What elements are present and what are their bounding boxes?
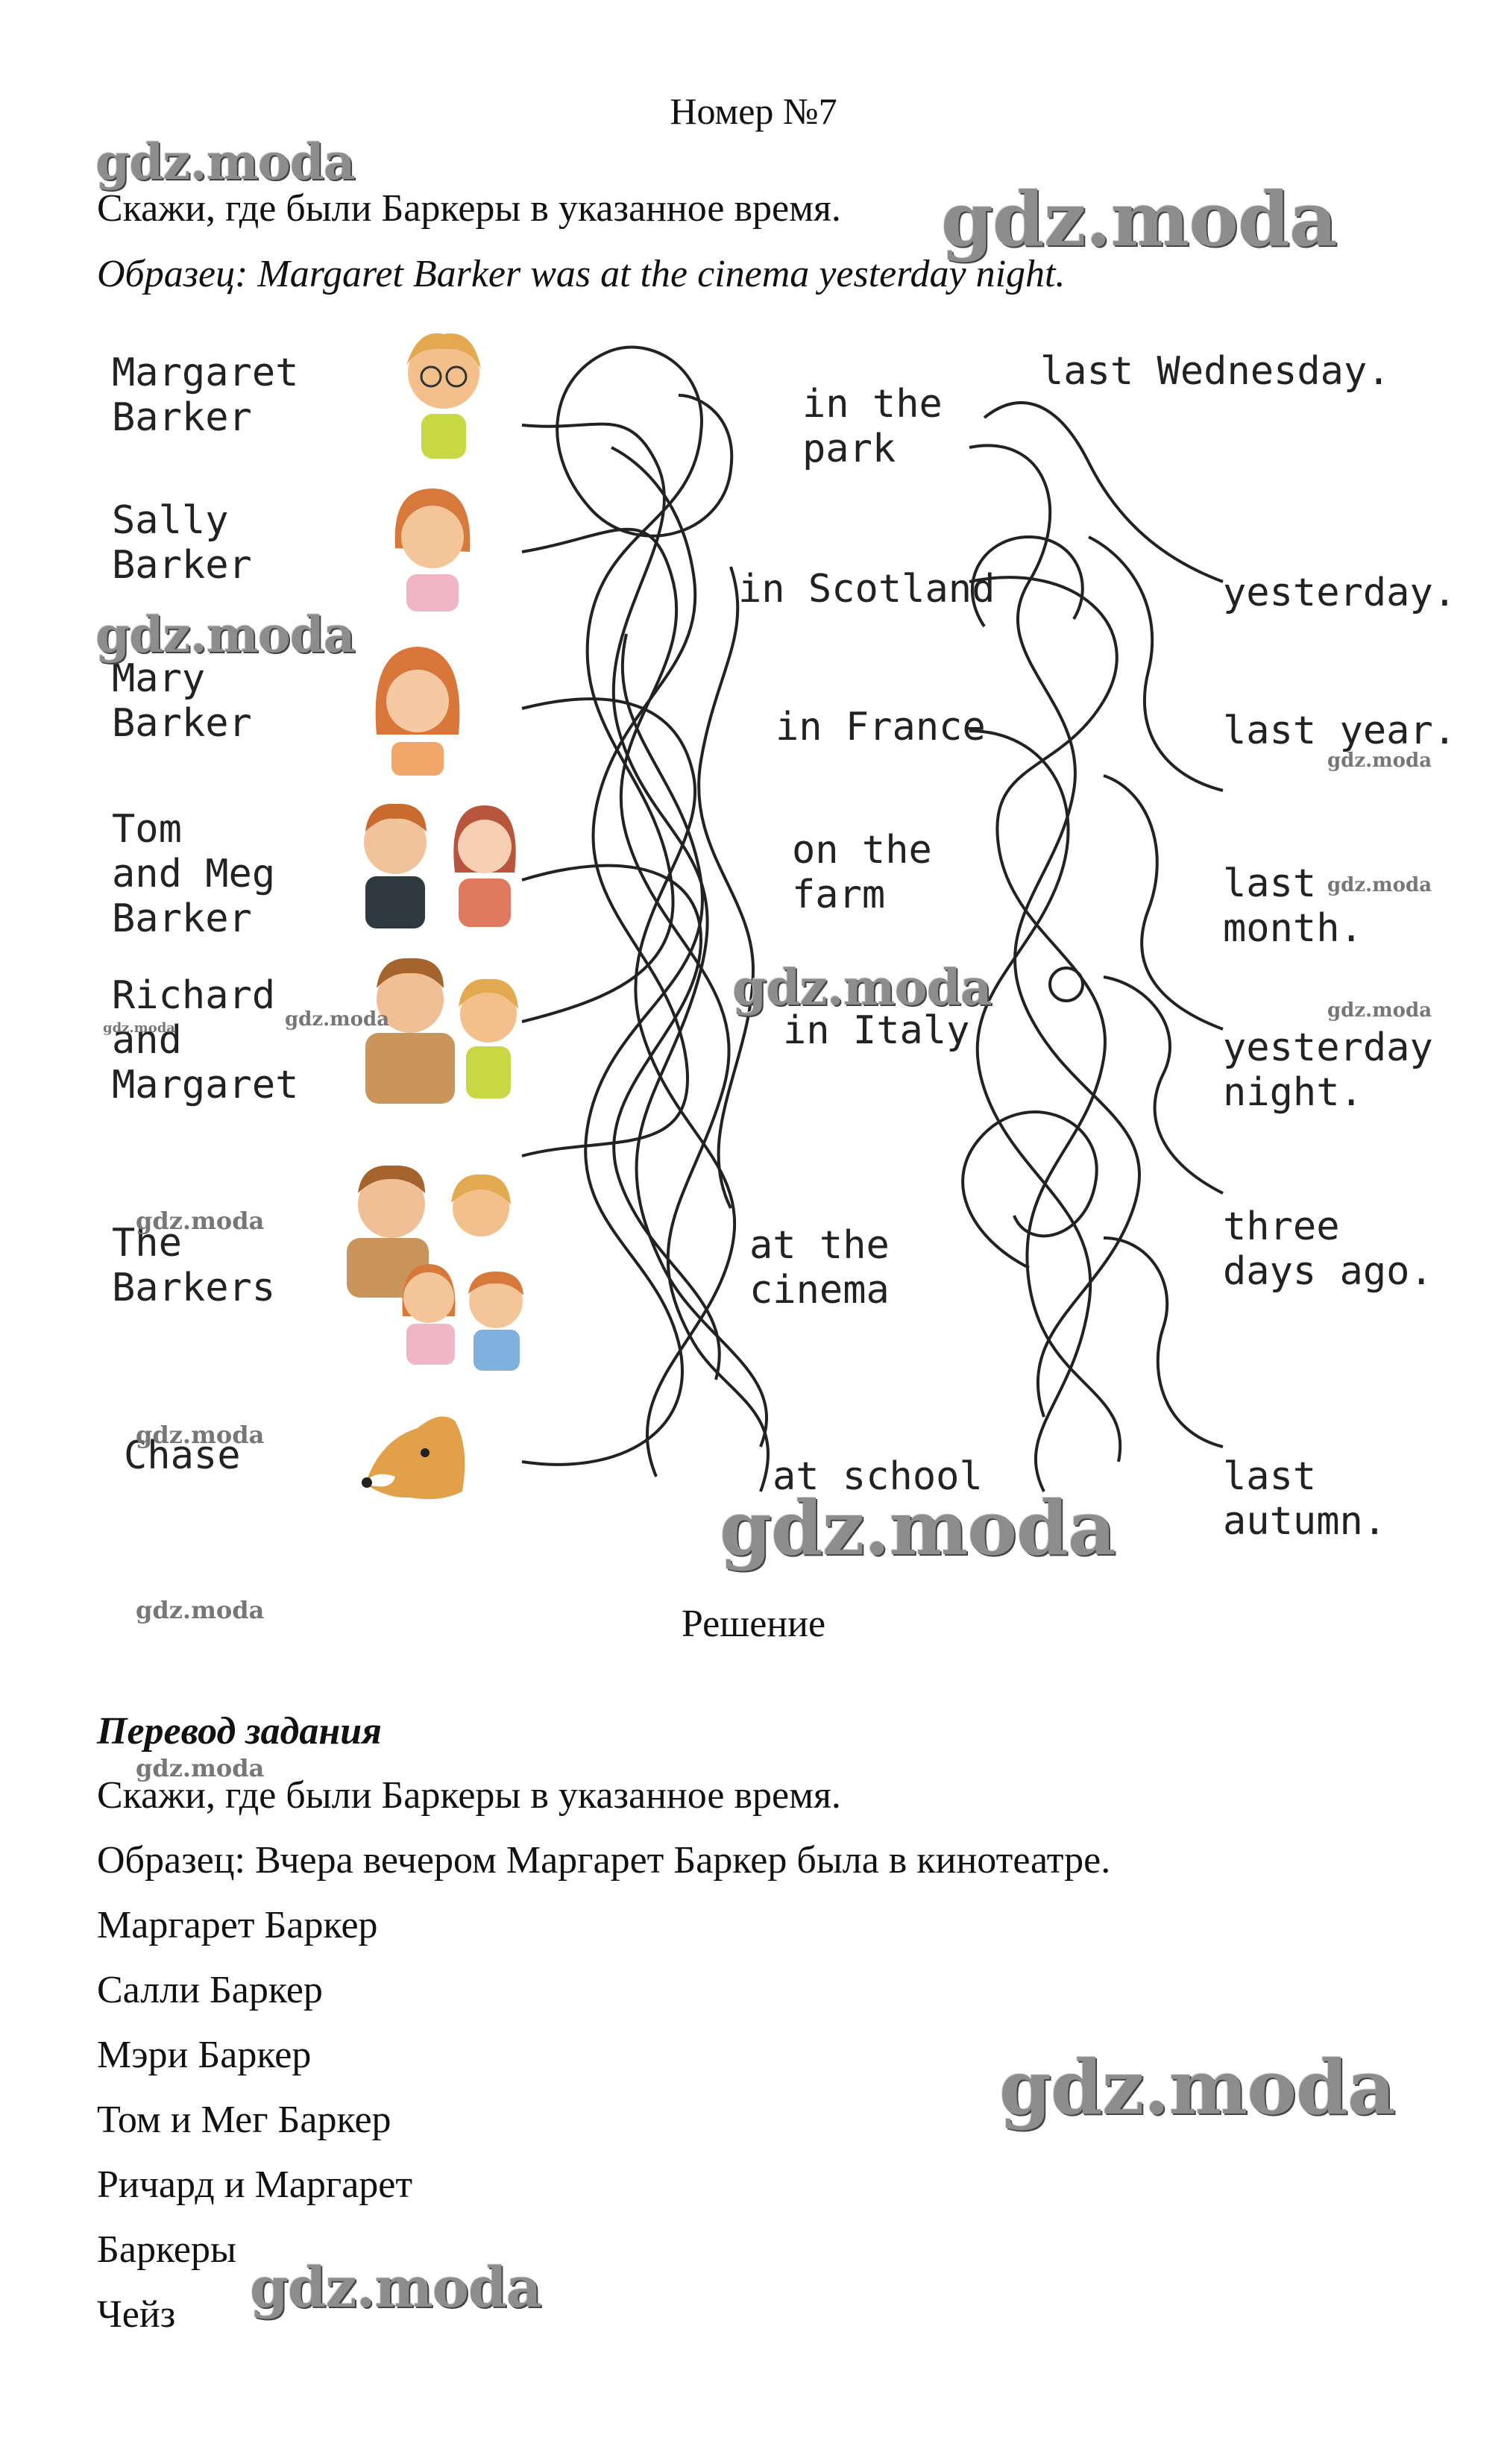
- watermark-small: gdz.moda: [136, 1754, 265, 1782]
- place-option: in Scotland: [738, 567, 995, 612]
- task-sample: Образец: Margaret Barker was at the cine…: [97, 253, 1066, 295]
- place-option: at the cinema: [749, 1223, 890, 1313]
- person-name: The Barkers: [112, 1221, 276, 1310]
- watermark-small: gdz.moda: [103, 1020, 175, 1036]
- portrait-margaret: [406, 333, 481, 459]
- translation-line: Салли Баркер: [97, 1969, 323, 2011]
- translation-line: Скажи, где были Баркеры в указанное врем…: [97, 1774, 841, 1817]
- person-name: Sally Barker: [112, 498, 252, 588]
- translation-line: Чейз: [97, 2293, 176, 2336]
- translation-line: Маргарет Баркер: [97, 1904, 378, 1946]
- watermark-small: gdz.moda: [1327, 999, 1432, 1022]
- place-option: in Italy: [783, 1008, 970, 1053]
- time-option: last year.: [1223, 708, 1457, 753]
- watermark-logo: gdz.moda: [720, 1484, 1116, 1572]
- person-name: Mary Barker: [112, 656, 252, 746]
- translation-line: Ричард и Маргарет: [97, 2163, 413, 2206]
- page-title: Номер №7: [670, 90, 837, 132]
- watermark-small: gdz.moda: [136, 1207, 265, 1235]
- translation-line: Мэри Баркер: [97, 2034, 312, 2076]
- watermark-logo: gdz.moda: [941, 175, 1338, 263]
- person-name: Richard and Margaret: [112, 973, 299, 1107]
- translation-line: Том и Мег Баркер: [97, 2099, 391, 2141]
- watermark-small: gdz.moda: [1327, 749, 1432, 772]
- portrait-richard-and-margaret: [365, 958, 518, 1104]
- watermark-small: gdz.moda: [136, 1596, 265, 1624]
- portrait-mary: [375, 647, 460, 776]
- time-option: yesterday night.: [1223, 1025, 1433, 1115]
- portrait-sally: [394, 488, 471, 612]
- translation-line: Образец: Вчера вечером Маргарет Баркер б…: [97, 1839, 1111, 1882]
- watermark-small: gdz.moda: [136, 1421, 265, 1449]
- watermark-small: gdz.moda: [285, 1008, 390, 1031]
- watermark-logo: gdz.moda: [732, 958, 992, 1016]
- translation-heading: Перевод задания: [97, 1710, 382, 1753]
- portrait-the-barkers: [347, 1165, 523, 1371]
- time-option: yesterday.: [1223, 571, 1457, 615]
- task-instruction: Скажи, где были Баркеры в указанное врем…: [97, 187, 841, 230]
- time-option: last month.: [1223, 861, 1363, 951]
- person-name: Chase: [124, 1433, 241, 1478]
- tangled-lines: [521, 345, 1224, 1492]
- translation-line: Баркеры: [97, 2228, 236, 2271]
- watermark-logo: gdz.moda: [95, 133, 356, 191]
- portrait-chase-dog: [362, 1416, 465, 1500]
- place-option: at school: [773, 1454, 983, 1499]
- portrait-tom-and-meg: [364, 803, 516, 928]
- watermark-small: gdz.moda: [1327, 874, 1432, 896]
- person-name: Tom and Meg Barker: [112, 807, 276, 941]
- time-option: last autumn.: [1223, 1454, 1387, 1544]
- watermark-logo: gdz.moda: [95, 606, 356, 664]
- place-option: on the farm: [792, 828, 932, 917]
- person-name: Margaret Barker: [112, 351, 299, 440]
- place-option: in the park: [802, 382, 943, 471]
- place-option: in France: [775, 705, 986, 749]
- time-option: last Wednesday.: [1040, 349, 1391, 394]
- time-option: three days ago.: [1223, 1204, 1433, 1294]
- watermark-logo: gdz.moda: [250, 2256, 542, 2320]
- watermark-logo: gdz.moda: [999, 2043, 1396, 2131]
- solution-heading: Решение: [681, 1603, 826, 1645]
